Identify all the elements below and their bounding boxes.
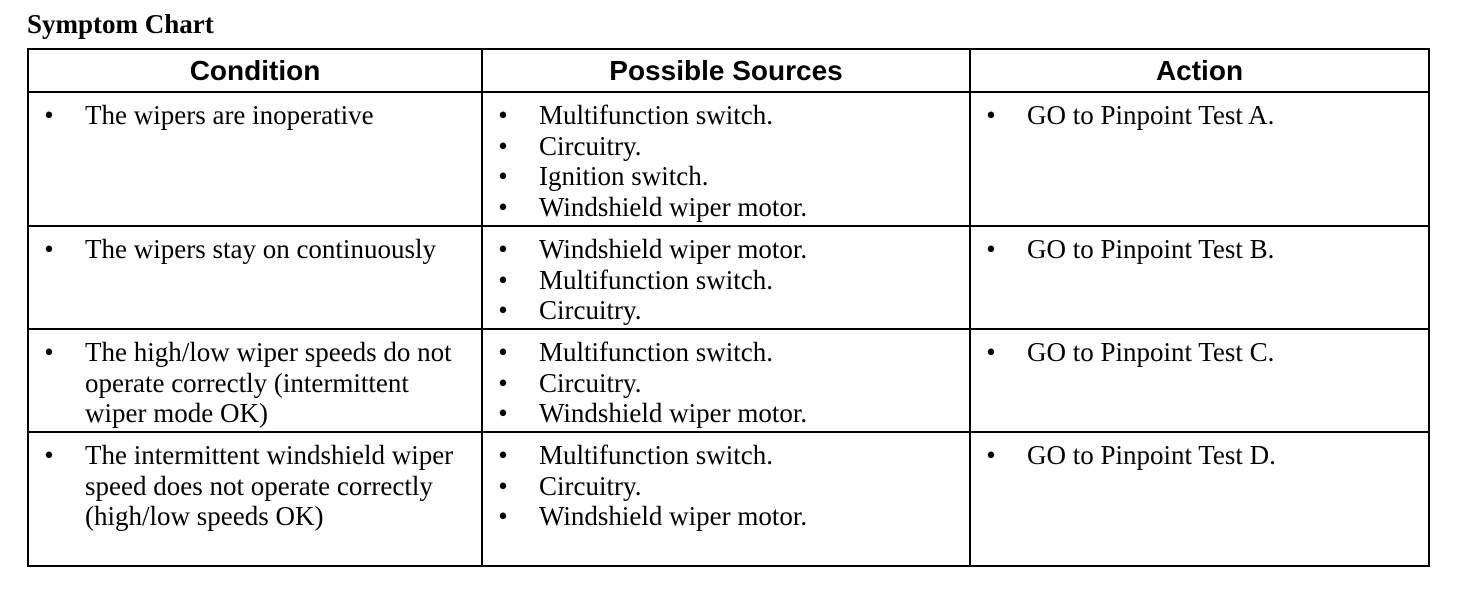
source-item: • Windshield wiper motor. [483, 234, 963, 265]
source-item: • Ignition switch. [483, 161, 963, 192]
source-item: • Windshield wiper motor. [483, 501, 963, 532]
source-text: Multifunction switch. [539, 440, 773, 470]
source-text: Windshield wiper motor. [539, 234, 808, 264]
action-cell: • GO to Pinpoint Test B. [969, 225, 1430, 330]
bullet-icon: • [498, 398, 508, 428]
action-cell: • GO to Pinpoint Test A. [969, 91, 1430, 227]
action-cell: • GO to Pinpoint Test C. [969, 328, 1430, 433]
condition-cell: • The wipers are inoperative [27, 91, 483, 227]
bullet-icon: • [986, 234, 996, 264]
column-header-possible-sources: Possible Sources [481, 48, 971, 93]
table-row: • The high/low wiper speeds do not operat… [27, 328, 1430, 433]
bullet-icon: • [498, 191, 508, 222]
column-header-condition: Condition [27, 48, 483, 93]
source-text: Circuitry. [539, 295, 642, 325]
source-item: • Multifunction switch. [483, 440, 963, 471]
source-item: • Multifunction switch. [483, 265, 963, 296]
condition-text: The high/low wiper speeds do not operate… [85, 337, 452, 428]
sources-cell: • Multifunction switch. • Circuitry. • Igni… [481, 91, 971, 227]
sources-cell: • Multifunction switch. • Circuitry. • Wind… [481, 328, 971, 433]
source-item: • Circuitry. [483, 131, 963, 162]
action-item: • GO to Pinpoint Test B. [971, 234, 1422, 265]
condition-cell: • The wipers stay on continuously [27, 225, 483, 330]
source-text: Windshield wiper motor. [539, 191, 808, 222]
source-item: • Circuitry. [483, 368, 963, 399]
bullet-icon: • [44, 100, 54, 130]
source-text: Multifunction switch. [539, 337, 773, 367]
bullet-icon: • [44, 337, 54, 367]
bullet-icon: • [498, 130, 508, 161]
source-item: • Multifunction switch. [483, 337, 963, 368]
sources-cell: • Windshield wiper motor. • Multifunction … [481, 225, 971, 330]
bullet-icon: • [498, 501, 508, 531]
symptom-table: Condition Possible Sources Action • The w… [27, 48, 1430, 567]
action-text: GO to Pinpoint Test D. [1027, 440, 1276, 470]
condition-cell: • The high/low wiper speeds do not operat… [27, 328, 483, 433]
condition-text: The intermittent windshield wiper speed … [85, 440, 454, 531]
source-text: Multifunction switch. [539, 264, 773, 295]
source-item: • Circuitry. [483, 471, 963, 502]
condition-item: • The intermittent windshield wiper speed… [29, 440, 475, 532]
source-text: Circuitry. [539, 130, 642, 161]
table-row: • The wipers are inoperative • Multifuncti… [27, 91, 1430, 227]
condition-item: • The wipers are inoperative [29, 100, 475, 131]
source-item: • Circuitry. [483, 295, 963, 326]
bullet-icon: • [986, 337, 996, 367]
action-item: • GO to Pinpoint Test C. [971, 337, 1422, 368]
action-item: • GO to Pinpoint Test D. [971, 440, 1422, 471]
column-header-action: Action [969, 48, 1430, 93]
action-text: GO to Pinpoint Test B. [1027, 234, 1275, 264]
bullet-icon: • [498, 100, 508, 130]
action-text: GO to Pinpoint Test A. [1027, 100, 1275, 130]
action-text: GO to Pinpoint Test C. [1027, 337, 1275, 367]
source-item: • Multifunction switch. [483, 100, 963, 131]
table-row: • The intermittent windshield wiper speed… [27, 431, 1430, 567]
source-text: Circuitry. [539, 367, 642, 398]
bullet-icon: • [44, 440, 54, 470]
bullet-icon: • [498, 264, 508, 295]
source-item: • Windshield wiper motor. [483, 192, 963, 223]
bullet-icon: • [986, 100, 996, 130]
bullet-icon: • [498, 161, 508, 191]
bullet-icon: • [986, 440, 996, 470]
sources-cell: • Multifunction switch. • Circuitry. • Wind… [481, 431, 971, 567]
bullet-icon: • [498, 337, 508, 367]
table-row: • The wipers stay on continuously • Windsh… [27, 225, 1430, 330]
bullet-icon: • [498, 234, 508, 264]
source-text: Windshield wiper motor. [539, 501, 808, 531]
condition-item: • The wipers stay on continuously [29, 234, 475, 265]
bullet-icon: • [44, 234, 54, 264]
condition-item: • The high/low wiper speeds do not operat… [29, 337, 475, 429]
condition-text: The wipers stay on continuously [85, 234, 436, 264]
action-cell: • GO to Pinpoint Test D. [969, 431, 1430, 567]
source-text: Circuitry. [539, 470, 642, 501]
bullet-icon: • [498, 470, 508, 501]
source-item: • Windshield wiper motor. [483, 398, 963, 429]
page-title: Symptom Chart [27, 9, 214, 39]
bullet-icon: • [498, 295, 508, 325]
bullet-icon: • [498, 440, 508, 470]
bullet-icon: • [498, 367, 508, 398]
header-row: Condition Possible Sources Action [27, 48, 1430, 93]
condition-cell: • The intermittent windshield wiper speed… [27, 431, 483, 567]
action-item: • GO to Pinpoint Test A. [971, 100, 1422, 131]
condition-text: The wipers are inoperative [85, 100, 374, 130]
source-text: Multifunction switch. [539, 100, 773, 130]
source-text: Windshield wiper motor. [539, 398, 808, 428]
source-text: Ignition switch. [539, 161, 709, 191]
